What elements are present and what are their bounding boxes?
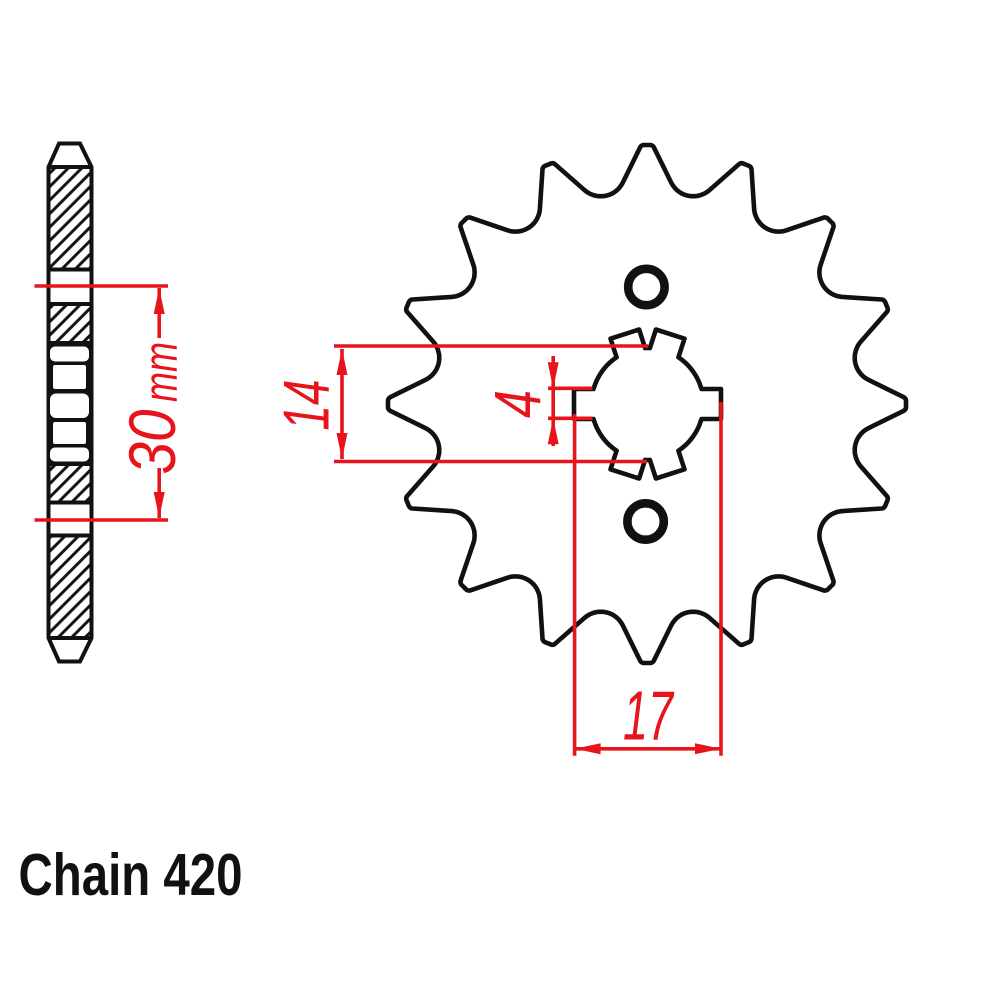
svg-text:4: 4 [481,390,555,418]
svg-text:mm: mm [134,342,187,402]
svg-text:Chain 420: Chain 420 [19,842,243,908]
svg-text:14: 14 [270,380,343,431]
svg-text:17: 17 [623,677,675,755]
svg-text:30: 30 [115,409,189,474]
